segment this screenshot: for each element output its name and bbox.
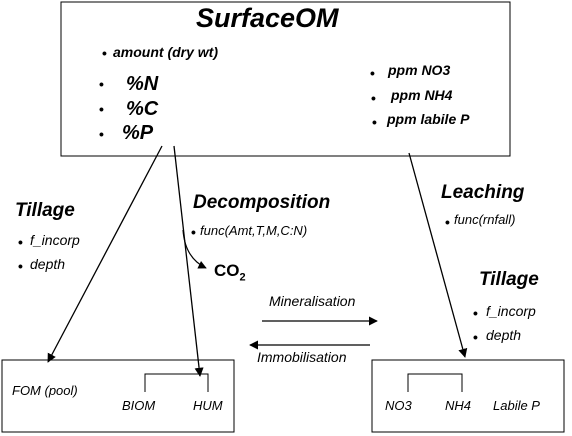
mineral-n-box [371, 359, 565, 433]
pct-p-label: %P [122, 122, 154, 144]
co2-subscript: 2 [239, 271, 246, 284]
co2-label: CO2 [214, 262, 246, 283]
decomposition-arrow [173, 145, 204, 377]
bullet: • [371, 90, 376, 106]
biom-hum-bracket [144, 373, 209, 392]
leaching-arrow [408, 152, 468, 358]
bullet: • [191, 224, 196, 240]
tillage-right-item1: f_incorp [486, 303, 536, 319]
co2-arrow [182, 229, 207, 269]
ppm-labile-p-label: ppm labile P [387, 111, 470, 127]
fom-pool-label: FOM (pool) [12, 383, 78, 398]
bullet: • [473, 329, 478, 345]
bullet: • [99, 126, 104, 142]
bullet: • [18, 234, 23, 250]
surface-om-box [60, 1, 511, 157]
bullet: • [370, 65, 375, 81]
biom-label: BIOM [122, 398, 156, 413]
no3-nh4-bracket [407, 373, 463, 392]
hum-label: HUM [193, 398, 223, 413]
bullet: • [18, 258, 23, 274]
mineralisation-label: Mineralisation [269, 293, 356, 309]
immobilisation-label: Immobilisation [257, 349, 347, 365]
tillage-right-heading: Tillage [479, 269, 539, 290]
pct-n-label: %N [126, 73, 159, 95]
surface-om-title: SurfaceOM [196, 3, 339, 33]
fom-pool-box [1, 359, 235, 433]
tillage-right-item2: depth [486, 327, 522, 343]
bullet: • [473, 305, 478, 321]
nh4-label: NH4 [445, 398, 472, 413]
ppm-no3-label: ppm NO3 [388, 62, 451, 78]
decomposition-heading: Decomposition [193, 192, 331, 213]
tillage-arrow [47, 145, 163, 363]
amount-label: amount (dry wt) [113, 44, 218, 60]
leaching-heading: Leaching [441, 182, 525, 203]
leaching-func: func(rnfall) [454, 212, 516, 227]
bullet: • [99, 101, 104, 117]
no3-label: NO3 [385, 398, 412, 413]
bullet: • [102, 45, 107, 61]
tillage-left-item1: f_incorp [30, 232, 80, 248]
bullet: • [99, 76, 104, 92]
co2-main: CO [214, 261, 240, 280]
tillage-left-item2: depth [30, 256, 66, 272]
ppm-nh4-label: ppm NH4 [391, 87, 453, 103]
bullet: • [372, 114, 377, 130]
pct-c-label: %C [126, 98, 159, 120]
labile-p-label: Labile P [493, 398, 540, 413]
decomposition-func: func(Amt,T,M,C:N) [200, 223, 308, 238]
bullet: • [445, 214, 450, 230]
tillage-left-heading: Tillage [15, 200, 75, 221]
